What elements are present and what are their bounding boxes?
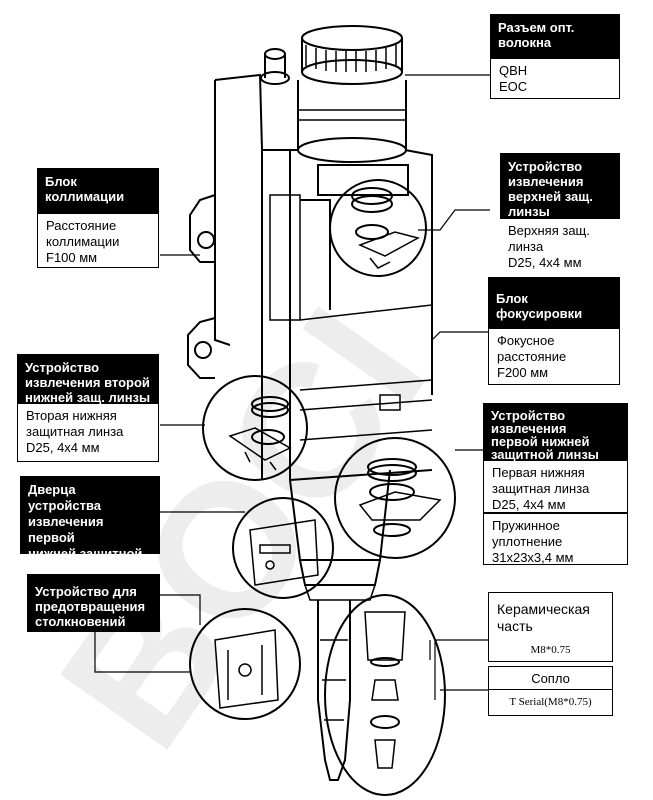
callout-second-lower-lens: Устройство извлечения второй нижней защ.… — [17, 354, 159, 462]
second-lower-detail-drawing — [202, 375, 308, 481]
callout-collimation-body: Расстояние коллимации F100 мм — [37, 214, 159, 268]
callout-ceramic-spec: M8*0.75 — [488, 638, 613, 662]
callout-ceramic-body: Керамическая часть — [488, 592, 613, 638]
callout-qbh-body: QBH EOC — [490, 59, 620, 99]
callout-upper-lens: Устройство извлечения верхней защ. линзы… — [500, 153, 620, 275]
callout-qbh: Разъем опт. волокна QBH EOC — [490, 14, 620, 99]
collision-detail-drawing — [189, 608, 301, 720]
callout-first-lower-lens-title: Устройство извлечения первой нижней защи… — [483, 403, 628, 461]
callout-second-lower-lens-body: Вторая нижняя защитная линза D25, 4x4 мм — [17, 404, 159, 462]
upper-lens-detail-drawing — [329, 179, 427, 277]
callout-upper-lens-title: Устройство извлечения верхней защ. линзы — [500, 153, 620, 219]
callout-collision: Устройство для предотвращения столкновен… — [27, 574, 160, 632]
callout-ceramic: Керамическая часть M8*0.75 — [488, 592, 613, 662]
door-detail-drawing — [232, 497, 334, 599]
callout-spring-seal: Пружинное уплотнение 31x23x3,4 мм — [483, 513, 628, 565]
callout-first-lower-lens: Устройство извлечения первой нижней защи… — [483, 403, 628, 513]
callout-second-lower-lens-title: Устройство извлечения второй нижней защ.… — [17, 354, 159, 405]
callout-nozzle-spec: T Serial(M8*0.75) — [488, 690, 613, 716]
callout-collimation: Блок коллимации Расстояние коллимации F1… — [37, 168, 159, 268]
callout-nozzle: Сопло T Serial(M8*0.75) — [488, 666, 613, 716]
callout-collimation-title: Блок коллимации — [37, 168, 159, 214]
nozzle-detail-drawing — [324, 594, 446, 796]
callout-first-lower-lens-body: Первая нижняя защитная линза D25, 4x4 мм — [483, 461, 628, 513]
first-lower-detail-drawing — [334, 437, 456, 559]
callout-collision-title: Устройство для предотвращения столкновен… — [27, 574, 160, 632]
callout-upper-lens-body: Верхняя защ. линза D25, 4x4 мм — [500, 219, 620, 275]
valve-knob-drawing — [260, 48, 290, 85]
callout-focusing-body: Фокусное расстояние F200 мм — [488, 329, 620, 385]
callout-focusing: Блок фокусировки Фокусное расстояние F20… — [488, 277, 620, 385]
callout-nozzle-body: Сопло — [488, 666, 613, 690]
main-body-drawing — [187, 73, 433, 781]
callout-door-title: Дверца устройства извлечения первой нижн… — [20, 476, 160, 577]
callout-door: Дверца устройства извлечения первой нижн… — [20, 476, 160, 577]
callout-focusing-title: Блок фокусировки — [488, 277, 620, 329]
callout-spring-seal-body: Пружинное уплотнение 31x23x3,4 мм — [483, 513, 628, 565]
leader-lines — [94, 74, 490, 700]
callout-qbh-title: Разъем опт. волокна — [490, 14, 620, 59]
qbh-connector-drawing — [297, 25, 407, 163]
